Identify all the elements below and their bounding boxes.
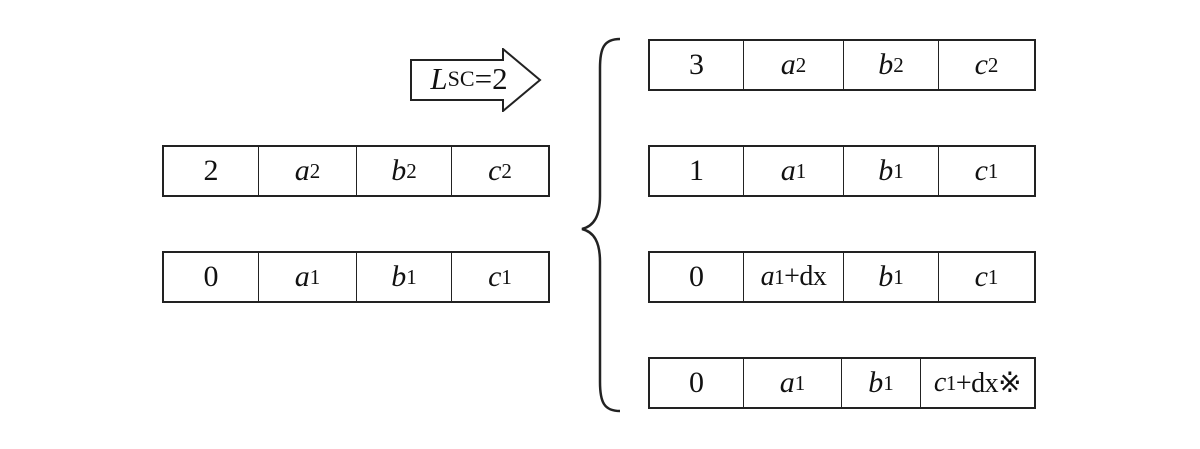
record-id-cell: 1	[650, 147, 744, 195]
arrow-label-value: =2	[474, 61, 508, 96]
right-arrow-icon	[410, 48, 542, 112]
record-id-cell: 0	[164, 253, 259, 301]
left-curly-brace	[581, 37, 621, 413]
record-id-cell: 0	[650, 359, 744, 407]
record-id-cell: 0	[650, 253, 744, 301]
record-id-cell: 2	[164, 147, 259, 195]
record-id-cell: 3	[650, 41, 744, 89]
arrow-label-symbol: L	[430, 61, 448, 96]
